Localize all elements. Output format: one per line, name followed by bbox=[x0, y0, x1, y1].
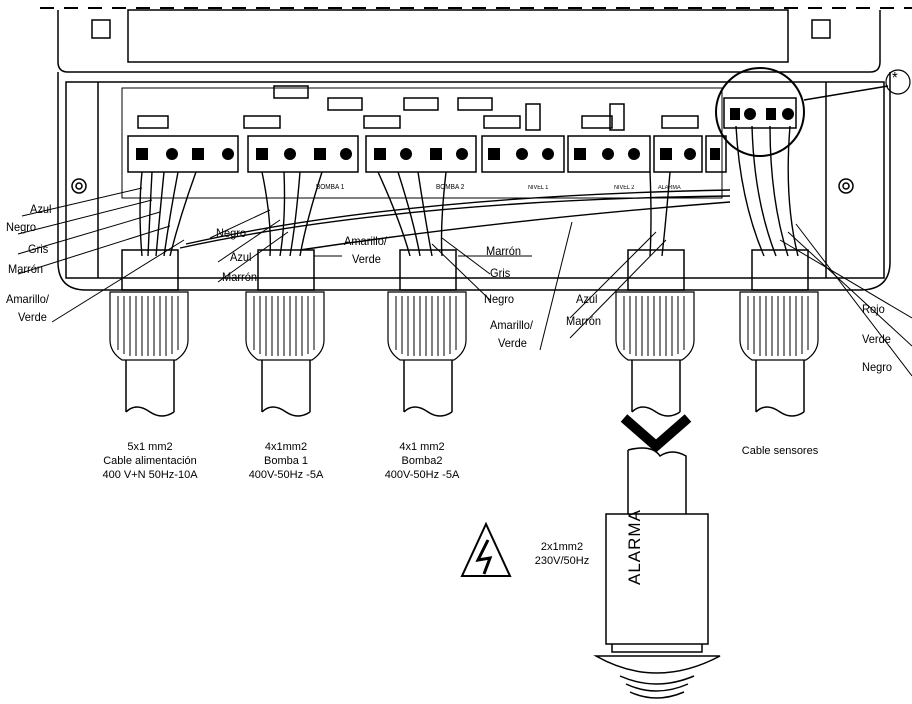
alarm-device bbox=[605, 513, 709, 645]
cable-pump2-line1: 4x1 mm2 bbox=[399, 441, 445, 453]
label-power-negro: Negro bbox=[6, 220, 37, 234]
lid-square-left bbox=[91, 19, 111, 39]
enclosure-outer bbox=[57, 72, 891, 291]
cable-pump2-line3: 400V-50Hz -5A bbox=[384, 469, 460, 481]
board-label-pump1: BOMBA 1 bbox=[316, 184, 345, 191]
lid-window bbox=[127, 9, 789, 63]
cable-alarm-line1: 2x1mm2 bbox=[540, 541, 584, 553]
label-power-gris: Gris bbox=[28, 242, 49, 256]
cable-power-desc: 5x1 mm2 Cable alimentación 400 V+N 50Hz-… bbox=[80, 440, 220, 482]
lid-square-right bbox=[811, 19, 831, 39]
cable-pump1-desc: 4x1mm2 Bomba 1 400V-50Hz -5A bbox=[226, 440, 346, 482]
screw-right bbox=[838, 178, 854, 194]
cable-pump1-line1: 4x1mm2 bbox=[264, 441, 308, 453]
leader-lines bbox=[17, 187, 912, 377]
lid-body bbox=[57, 10, 881, 73]
enclosure-inner bbox=[65, 81, 885, 279]
label-alarm-azul: Azul bbox=[576, 292, 598, 306]
cable-alarm-desc: 2x1mm2 230V/50Hz bbox=[524, 540, 600, 568]
label-b2-negro: Negro bbox=[484, 292, 515, 306]
label-b1-amarillo: Amarillo/ bbox=[344, 234, 387, 248]
label-power-azul: Azul bbox=[30, 202, 52, 216]
label-b1-verde: Verde bbox=[352, 252, 381, 266]
cable-pump1-line3: 400V-50Hz -5A bbox=[248, 469, 324, 481]
high-voltage-warning-icon bbox=[460, 521, 512, 577]
cable-power-line2: Cable alimentación bbox=[103, 455, 197, 467]
label-b2-gris: Gris bbox=[490, 266, 511, 280]
label-b1-negro: Negro bbox=[216, 226, 247, 240]
callout-marker bbox=[885, 69, 911, 95]
board-label-level1: NIVEL 1 bbox=[528, 185, 549, 191]
cable-sensors-desc: Cable sensores bbox=[741, 445, 819, 457]
cable-pump2-desc: 4x1 mm2 Bomba2 400V-50Hz -5A bbox=[362, 440, 482, 482]
label-power-verde: Verde bbox=[18, 310, 47, 324]
terminal-blocks bbox=[127, 135, 727, 173]
label-power-marron: Marrón bbox=[8, 262, 43, 276]
label-sensor-negro: Negro bbox=[862, 360, 893, 374]
board-label-pump2: BOMBA 2 bbox=[436, 184, 465, 191]
label-power-amarillo: Amarillo/ bbox=[6, 292, 49, 306]
cable-pump2-line2: Bomba2 bbox=[401, 455, 443, 467]
cable-stubs bbox=[125, 360, 805, 417]
cable-pump1-line2: Bomba 1 bbox=[263, 455, 309, 467]
sensor-connector-callout bbox=[715, 67, 805, 157]
callout-marker-label: * bbox=[892, 70, 898, 87]
alarm-device-label: ALARMA bbox=[625, 509, 644, 585]
screw-left bbox=[71, 178, 87, 194]
label-alarm-marron: Marrón bbox=[566, 314, 601, 328]
alarm-arrow bbox=[620, 414, 692, 453]
label-b2-marron: Marrón bbox=[486, 244, 521, 258]
label-b2-amarillo: Amarillo/ bbox=[490, 318, 533, 332]
board-label-alarm: ALARMA bbox=[658, 185, 681, 191]
label-b2-verde: Verde bbox=[498, 336, 527, 350]
label-b1-azul: Azul bbox=[230, 250, 252, 264]
label-sensor-verde: Verde bbox=[862, 332, 891, 346]
board-label-level2: NIVEL 2 bbox=[614, 185, 635, 191]
cable-power-line3: 400 V+N 50Hz-10A bbox=[102, 469, 198, 481]
label-b1-marron: Marrón bbox=[222, 270, 257, 284]
cable-power-line1: 5x1 mm2 bbox=[127, 441, 173, 453]
internal-wiring bbox=[139, 125, 799, 257]
circuit-board bbox=[121, 87, 723, 199]
gland-nuts bbox=[109, 291, 819, 361]
cable-alarm-line2: 230V/50Hz bbox=[534, 555, 590, 567]
terminal-screws bbox=[136, 148, 720, 160]
label-sensor-rojo: Rojo bbox=[862, 302, 885, 316]
